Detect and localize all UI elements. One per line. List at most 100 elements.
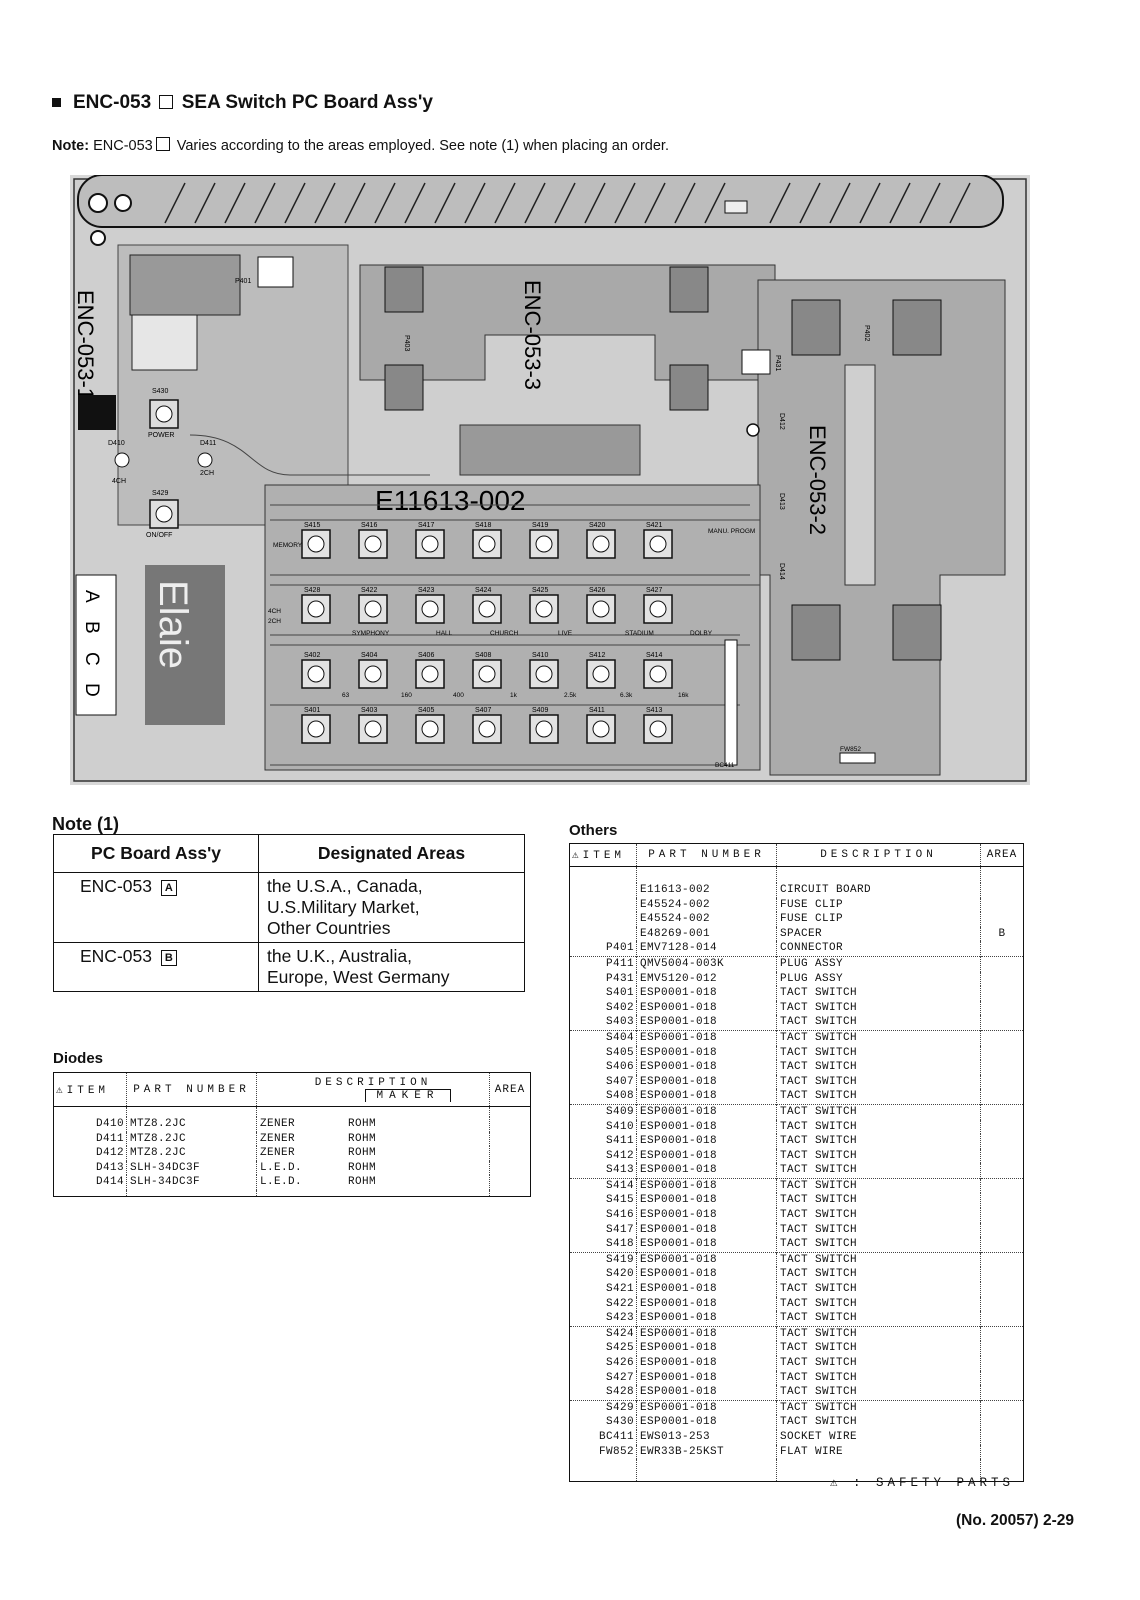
diodes-title: Diodes: [53, 1050, 104, 1067]
switch-s404: [358, 659, 388, 689]
part-number-cell: ESP0001-018: [636, 1282, 777, 1297]
switch-s405: [415, 714, 445, 744]
designated-areas-table: PC Board Ass'y Designated Areas ENC-053 …: [53, 834, 525, 992]
mount-pad: [791, 604, 841, 661]
part-number-cell: ESP0001-018: [636, 1208, 777, 1223]
part-number-cell: ESP0001-018: [636, 1029, 777, 1046]
switch-label: S425: [532, 587, 548, 594]
area-cell: [981, 1015, 1024, 1030]
switch-button-icon: [478, 720, 496, 738]
item-cell: S403: [569, 1015, 637, 1031]
description-cell: TACT SWITCH: [776, 1148, 981, 1164]
switch-button-icon: [478, 535, 496, 553]
description-cell: FUSE CLIP: [776, 912, 981, 927]
pcb-label: CHURCH: [490, 630, 518, 637]
board-label-enc-053-1: ENC-053-1: [73, 290, 98, 400]
area-cell: [981, 1193, 1024, 1208]
pcb-label: MEMORY: [273, 542, 303, 549]
pcb-label: MANU. PROGM: [708, 528, 755, 535]
column-header: ⚠ITEM: [569, 843, 637, 867]
pcb-label: FW852: [840, 746, 861, 753]
item-cell: S411: [569, 1134, 637, 1149]
part-number-cell: ESP0001-018: [636, 1119, 777, 1135]
item-cell: S408: [569, 1089, 637, 1105]
switch-button-icon: [421, 665, 439, 683]
area-cell: [981, 1208, 1024, 1223]
switch-label: S410: [532, 652, 548, 659]
description-cell: CONNECTOR: [776, 941, 981, 957]
item-cell: S424: [569, 1325, 637, 1342]
part-number-cell: ESP0001-018: [636, 1163, 777, 1179]
pcb-label: P431: [774, 355, 781, 371]
area-cell: [981, 1089, 1024, 1104]
description-cell: TACT SWITCH: [776, 1089, 981, 1105]
description-cell: TACT SWITCH: [776, 1029, 981, 1046]
description-cell: TACT SWITCH: [776, 1399, 981, 1416]
column-header: ⚠ITEM: [53, 1072, 127, 1107]
switch-label: S423: [418, 587, 434, 594]
safety-icon: ⚠: [572, 850, 583, 862]
switch-button-icon: [592, 535, 610, 553]
switch-label: S419: [532, 522, 548, 529]
switch-button-icon: [535, 665, 553, 683]
description-cell: CIRCUIT BOARD: [776, 883, 981, 898]
switch-label: S416: [361, 522, 377, 529]
area-cell: [981, 1163, 1024, 1178]
part-number-cell: EWR33B-25KST: [636, 1444, 777, 1460]
area-cell: [980, 1177, 1024, 1194]
pcb-label: D413: [778, 493, 785, 510]
item-cell: [569, 926, 637, 942]
areas-cell: the U.S.A., Canada, U.S.Military Market,…: [258, 872, 525, 943]
part-number-cell: ESP0001-018: [636, 1356, 777, 1371]
part-number-cell: E45524-002: [636, 897, 777, 913]
area-cell: [981, 1385, 1024, 1400]
part-number-cell: ESP0001-018: [636, 1177, 777, 1194]
board-cell: ENC-053 A: [53, 872, 259, 943]
mount-hole: [88, 193, 108, 213]
column-header: Designated Areas: [258, 834, 525, 873]
area-marker-block: [78, 395, 116, 430]
description-cell: TACT SWITCH: [776, 1251, 981, 1268]
switch-label: S401: [304, 707, 320, 714]
part-number-cell: ESP0001-018: [636, 1015, 777, 1031]
switch-button-icon: [364, 720, 382, 738]
part-number-cell: ESP0001-018: [636, 1341, 777, 1356]
area-cell: [490, 1117, 531, 1132]
switch-label: S406: [418, 652, 434, 659]
pcb-label: POWER: [148, 432, 174, 439]
led-d414-icon: [197, 452, 213, 468]
item-cell: S415: [569, 1193, 637, 1209]
item-cell: S423: [569, 1311, 637, 1327]
description-cell: TACT SWITCH: [776, 1060, 981, 1075]
pcb-label: S430: [152, 388, 168, 395]
item-cell: BC411: [569, 1429, 637, 1445]
description-cell: TACT SWITCH: [776, 1134, 981, 1149]
item-cell: S419: [569, 1251, 637, 1268]
item-cell: D412: [53, 1146, 127, 1161]
area-cell: [981, 941, 1024, 956]
switch-button-icon: [649, 720, 667, 738]
switch-button-icon: [478, 600, 496, 618]
switch-button-icon: [535, 600, 553, 618]
switch-button-icon: [364, 665, 382, 683]
part-number-cell: ESP0001-018: [636, 1385, 777, 1401]
area-letter: D: [81, 683, 102, 697]
spacer-row: [569, 866, 1024, 883]
description-cell: TACT SWITCH: [776, 1177, 981, 1194]
board-label-enc-053-3: ENC-053-3: [520, 280, 545, 390]
part-number-cell: EWS013-253: [636, 1429, 777, 1445]
part-number-cell: QMV5004-003K: [636, 955, 777, 972]
area-abcd-marker: [75, 574, 117, 716]
part-number-cell: SLH-34DC3F: [126, 1175, 257, 1190]
switch-label: S421: [646, 522, 662, 529]
